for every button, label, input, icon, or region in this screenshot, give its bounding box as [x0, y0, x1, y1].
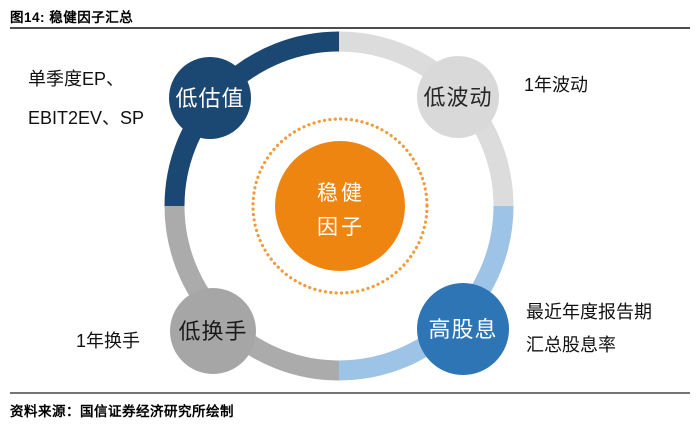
- factor-label-low-turnover: 低换手: [178, 319, 247, 344]
- center-label-line1: 稳健: [317, 182, 365, 205]
- factor-circle-low-valuation: [169, 57, 251, 139]
- annotation-low-volatility: 1年波动: [524, 70, 588, 100]
- factor-circle-low-volatility: [417, 56, 499, 138]
- source-divider: [10, 392, 690, 394]
- annotation-low-turnover: 1年换手: [76, 326, 140, 356]
- annotation-high-dividend: 最近年度报告期 汇总股息率: [526, 296, 652, 362]
- figure-title: 图14: 稳健因子汇总: [10, 10, 134, 25]
- title-divider: [10, 27, 690, 29]
- figure-source: 资料来源：国信证券经济研究所绘制: [10, 404, 234, 419]
- annotation-low-valuation: 单季度EP、 EBIT2EV、SP: [28, 60, 144, 138]
- center-dotted-ring: [251, 117, 429, 295]
- annotation-line: 汇总股息率: [526, 335, 616, 355]
- factor-circle-high-dividend: [417, 283, 509, 375]
- annotation-line: 1年波动: [524, 75, 589, 95]
- center-circle: [275, 141, 405, 271]
- factor-label-low-valuation: 低估值: [175, 86, 244, 111]
- factor-label-high-dividend: 高股息: [428, 317, 497, 342]
- factor-circle-low-turnover: [170, 288, 256, 374]
- factor-label-low-volatility: 低波动: [423, 85, 492, 110]
- annotation-line: 最近年度报告期: [526, 302, 652, 322]
- annotation-line: 单季度EP、: [28, 69, 125, 89]
- annotation-line: EBIT2EV、SP: [28, 108, 145, 128]
- center-label-line2: 因子: [317, 216, 365, 239]
- annotation-line: 1年换手: [76, 331, 141, 351]
